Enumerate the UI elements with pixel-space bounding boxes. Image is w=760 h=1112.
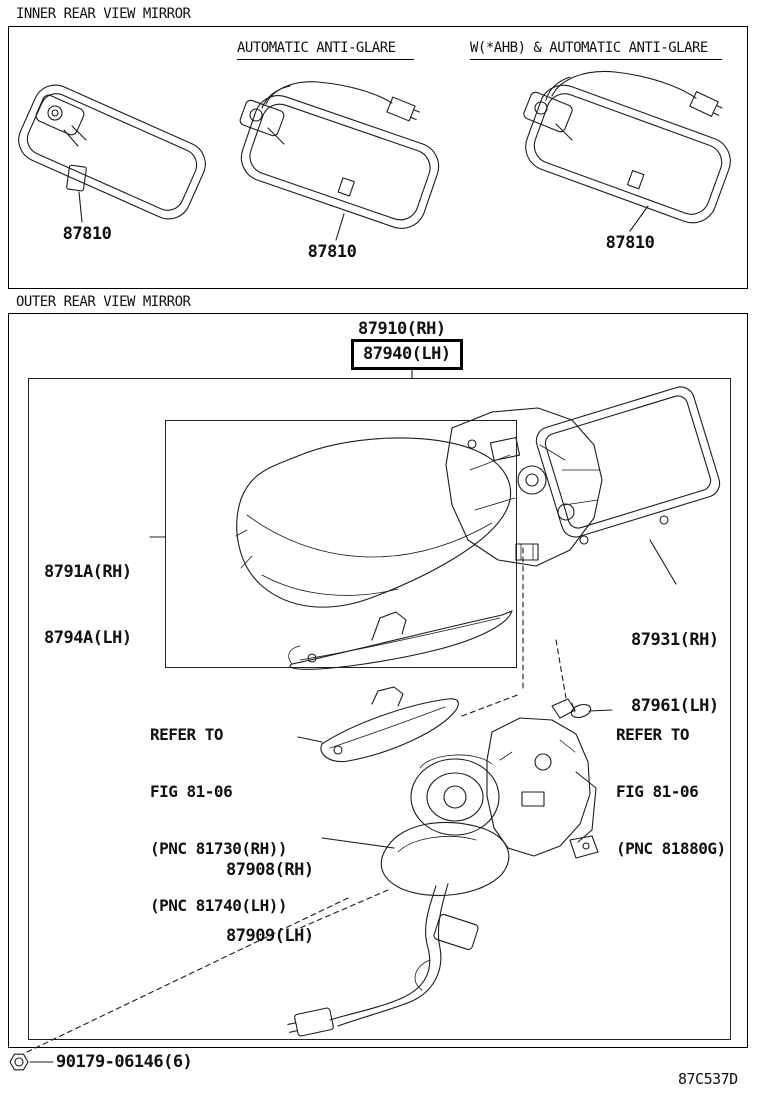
refer-right-line1: REFER TO xyxy=(616,725,690,744)
outer-mirror-panel xyxy=(8,313,748,1048)
refer-left-line3: (PNC 81730(RH)) xyxy=(150,839,288,858)
inner-mirror-antiglare-drawing xyxy=(239,81,440,241)
variant-label-ahb-antiglare: W(*AHB) & AUTOMATIC ANTI-GLARE xyxy=(470,40,722,60)
outer-section-title: OUTER REAR VIEW MIRROR xyxy=(16,294,191,310)
leader-inner-3 xyxy=(629,205,649,232)
bulb-drawing xyxy=(551,698,592,719)
dashed-lines xyxy=(26,547,567,1053)
cover-part-lh[interactable]: 8794A(LH) xyxy=(44,628,132,648)
part-number-inner-mirror-3[interactable]: 87810 xyxy=(605,233,655,253)
turn-lamp-drawing xyxy=(320,686,459,763)
actuator-drawing xyxy=(380,717,599,897)
part-number-inner-mirror-1[interactable]: 87810 xyxy=(62,224,112,244)
wire-harness xyxy=(265,81,393,105)
cover-part-label[interactable]: 8791A(RH) 8794A(LH) xyxy=(44,517,132,693)
figure-code: 87C537D xyxy=(678,1070,738,1088)
refer-note-right: REFER TO FIG 81-06 (PNC 81880G) xyxy=(616,687,726,896)
leader-inner-2 xyxy=(335,213,345,241)
assembly-frame xyxy=(28,378,731,1040)
mirror-bracket-drawing xyxy=(445,407,603,567)
nut-part-number[interactable]: 90179-06146(6) xyxy=(56,1052,193,1072)
wire-connector xyxy=(689,91,723,117)
part-number-outer-lh-selected[interactable]: 87940(LH) xyxy=(351,339,463,370)
leader-lines xyxy=(29,536,677,1063)
refer-left-line2: FIG 81-06 xyxy=(150,782,233,801)
wire-harness xyxy=(551,70,697,99)
part-number-outer-lh[interactable]: 87940(LH) xyxy=(363,344,451,364)
nut-icon xyxy=(9,1053,29,1071)
actuator-part-label[interactable]: 87908(RH) 87909(LH) xyxy=(226,815,314,991)
cover-part-rh[interactable]: 8791A(RH) xyxy=(44,562,132,582)
leader-inner-1 xyxy=(78,191,83,223)
part-number-inner-mirror-2[interactable]: 87810 xyxy=(307,242,357,262)
mirror-tag xyxy=(66,164,87,192)
inner-mirror-ahb-drawing xyxy=(523,70,731,232)
garnish-strip-drawing xyxy=(288,610,513,670)
glass-part-lh[interactable]: 87961(LH) xyxy=(631,696,719,716)
wire-harness-drawing xyxy=(287,883,479,1037)
inner-section-title: INNER REAR VIEW MIRROR xyxy=(16,6,191,22)
refer-note-left: REFER TO FIG 81-06 (PNC 81730(RH)) (PNC … xyxy=(150,687,288,953)
refer-right-line3: (PNC 81880G) xyxy=(616,839,726,858)
wire-connector xyxy=(386,96,420,122)
part-number-outer-rh[interactable]: 87910(RH) xyxy=(358,319,446,339)
actuator-part-rh[interactable]: 87908(RH) xyxy=(226,860,314,880)
mirror-cover-drawing xyxy=(235,437,511,608)
refer-left-line1: REFER TO xyxy=(150,725,224,744)
variant-label-auto-antiglare: AUTOMATIC ANTI-GLARE xyxy=(237,40,414,60)
mirror-glass-drawing xyxy=(535,386,721,538)
glass-part-label[interactable]: 87931(RH) 87961(LH) xyxy=(631,585,719,761)
inner-mirror-basic-drawing xyxy=(18,84,206,223)
refer-left-line4: (PNC 81740(LH)) xyxy=(150,896,288,915)
actuator-part-lh[interactable]: 87909(LH) xyxy=(226,926,314,946)
refer-right-line2: FIG 81-06 xyxy=(616,782,699,801)
glass-part-rh[interactable]: 87931(RH) xyxy=(631,630,719,650)
inner-mirror-panel xyxy=(8,26,748,289)
